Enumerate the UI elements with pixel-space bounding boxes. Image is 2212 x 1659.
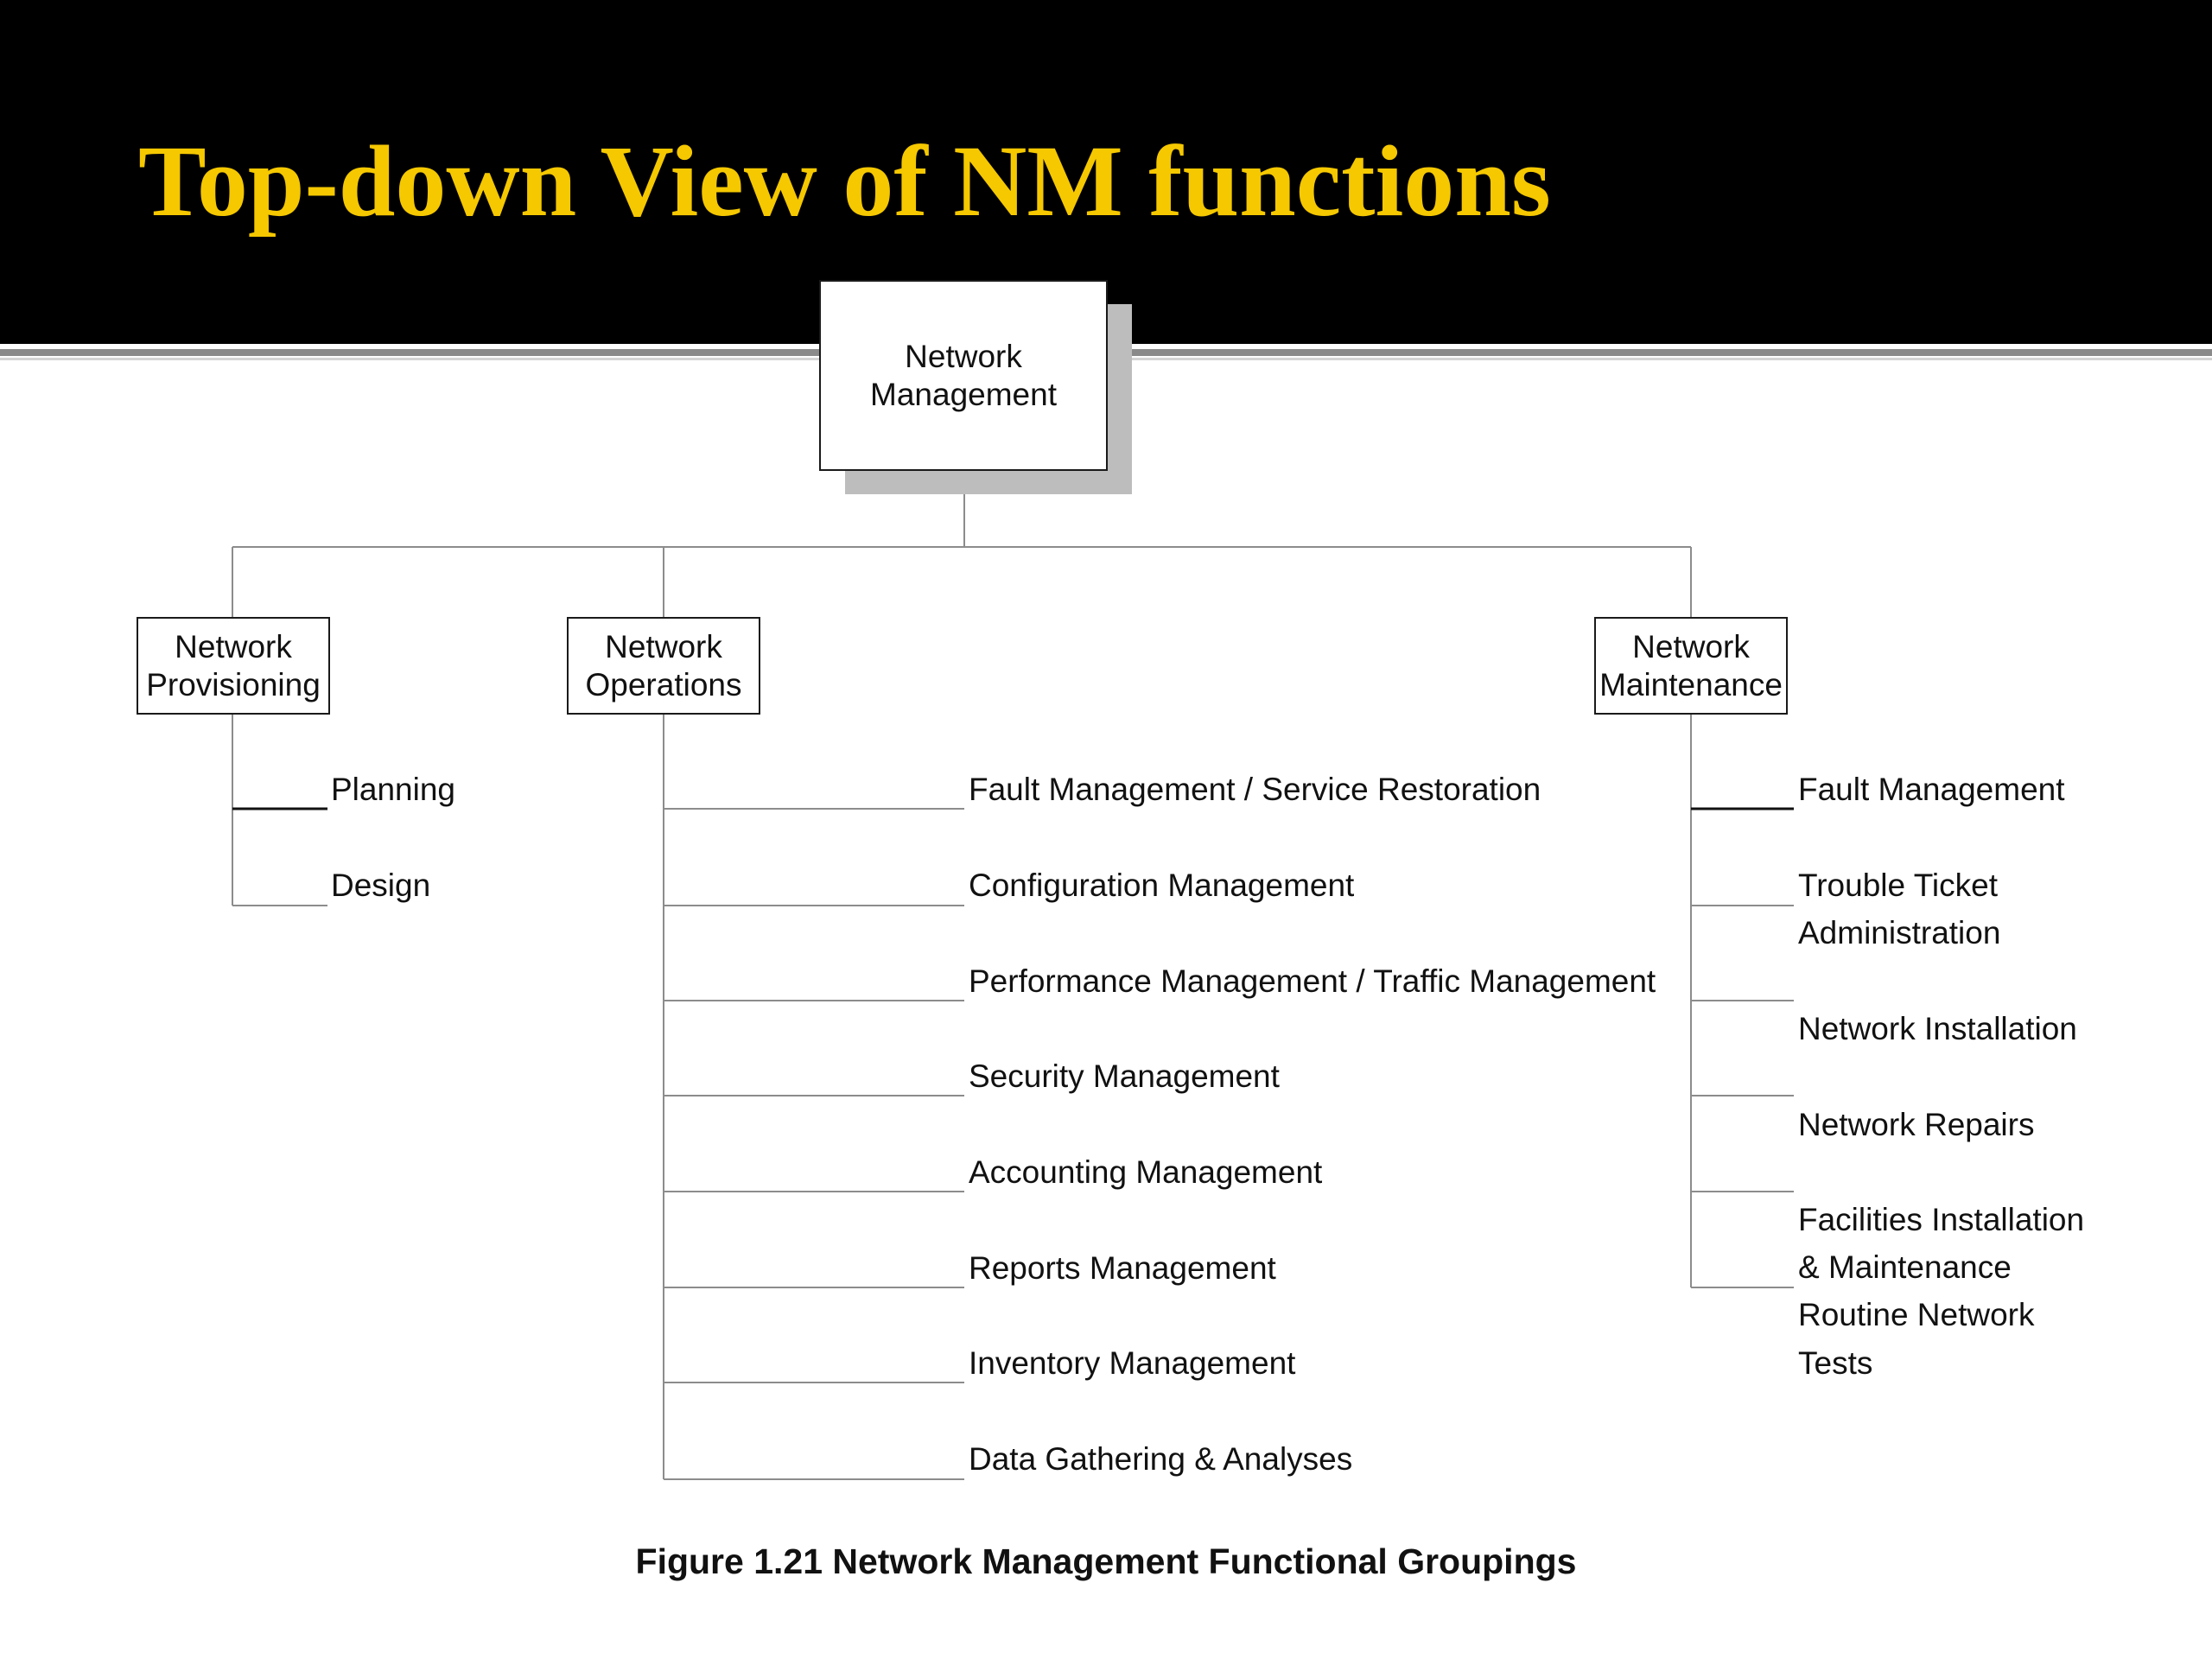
maintenance-function-network-repairs: Network Repairs bbox=[1798, 1107, 2035, 1142]
operations-function-inventory-management: Inventory Management bbox=[969, 1345, 1296, 1381]
provisioning-node-line2: Provisioning bbox=[146, 666, 321, 702]
operations-function-fault-management: Fault Management / Service Restoration bbox=[969, 772, 1541, 807]
maintenance-function-fault-management: Fault Management bbox=[1798, 772, 2065, 807]
provisioning-node-line1: Network bbox=[175, 628, 292, 664]
branch-node-network-operations: Network Operations bbox=[567, 617, 760, 715]
operations-function-accounting-management: Accounting Management bbox=[969, 1154, 1323, 1190]
maintenance-function-tests: Tests bbox=[1798, 1345, 1873, 1381]
operations-function-data-gathering: Data Gathering & Analyses bbox=[969, 1441, 1353, 1477]
provisioning-function-planning: Planning bbox=[331, 772, 456, 807]
operations-function-reports-management: Reports Management bbox=[969, 1250, 1276, 1286]
maintenance-node-line1: Network bbox=[1632, 628, 1750, 664]
slide-title: Top-down View of NM functions bbox=[138, 124, 1551, 238]
maintenance-function-routine-network: Routine Network bbox=[1798, 1297, 2035, 1332]
maintenance-node-line2: Maintenance bbox=[1599, 666, 1783, 702]
provisioning-function-design: Design bbox=[331, 868, 431, 903]
root-node-network-management: Network Management bbox=[819, 280, 1108, 471]
maintenance-function-administration: Administration bbox=[1798, 915, 2001, 950]
operations-function-performance-management: Performance Management / Traffic Managem… bbox=[969, 963, 1656, 999]
root-node-line2: Management bbox=[870, 376, 1057, 412]
operations-function-security-management: Security Management bbox=[969, 1058, 1280, 1094]
figure-caption: Figure 1.21 Network Management Functiona… bbox=[635, 1541, 1577, 1581]
maintenance-function-network-installation: Network Installation bbox=[1798, 1011, 2077, 1046]
maintenance-function-facilities-installation: Facilities Installation bbox=[1798, 1202, 2085, 1237]
branch-node-network-maintenance: Network Maintenance bbox=[1594, 617, 1788, 715]
operations-node-line2: Operations bbox=[585, 666, 742, 702]
operations-node-line1: Network bbox=[605, 628, 722, 664]
root-node-line1: Network bbox=[905, 338, 1022, 374]
maintenance-function-trouble-ticket: Trouble Ticket bbox=[1798, 868, 1998, 903]
operations-function-configuration-management: Configuration Management bbox=[969, 868, 1355, 903]
maintenance-function-facilities-maintenance: & Maintenance bbox=[1798, 1249, 2012, 1285]
branch-node-network-provisioning: Network Provisioning bbox=[137, 617, 330, 715]
